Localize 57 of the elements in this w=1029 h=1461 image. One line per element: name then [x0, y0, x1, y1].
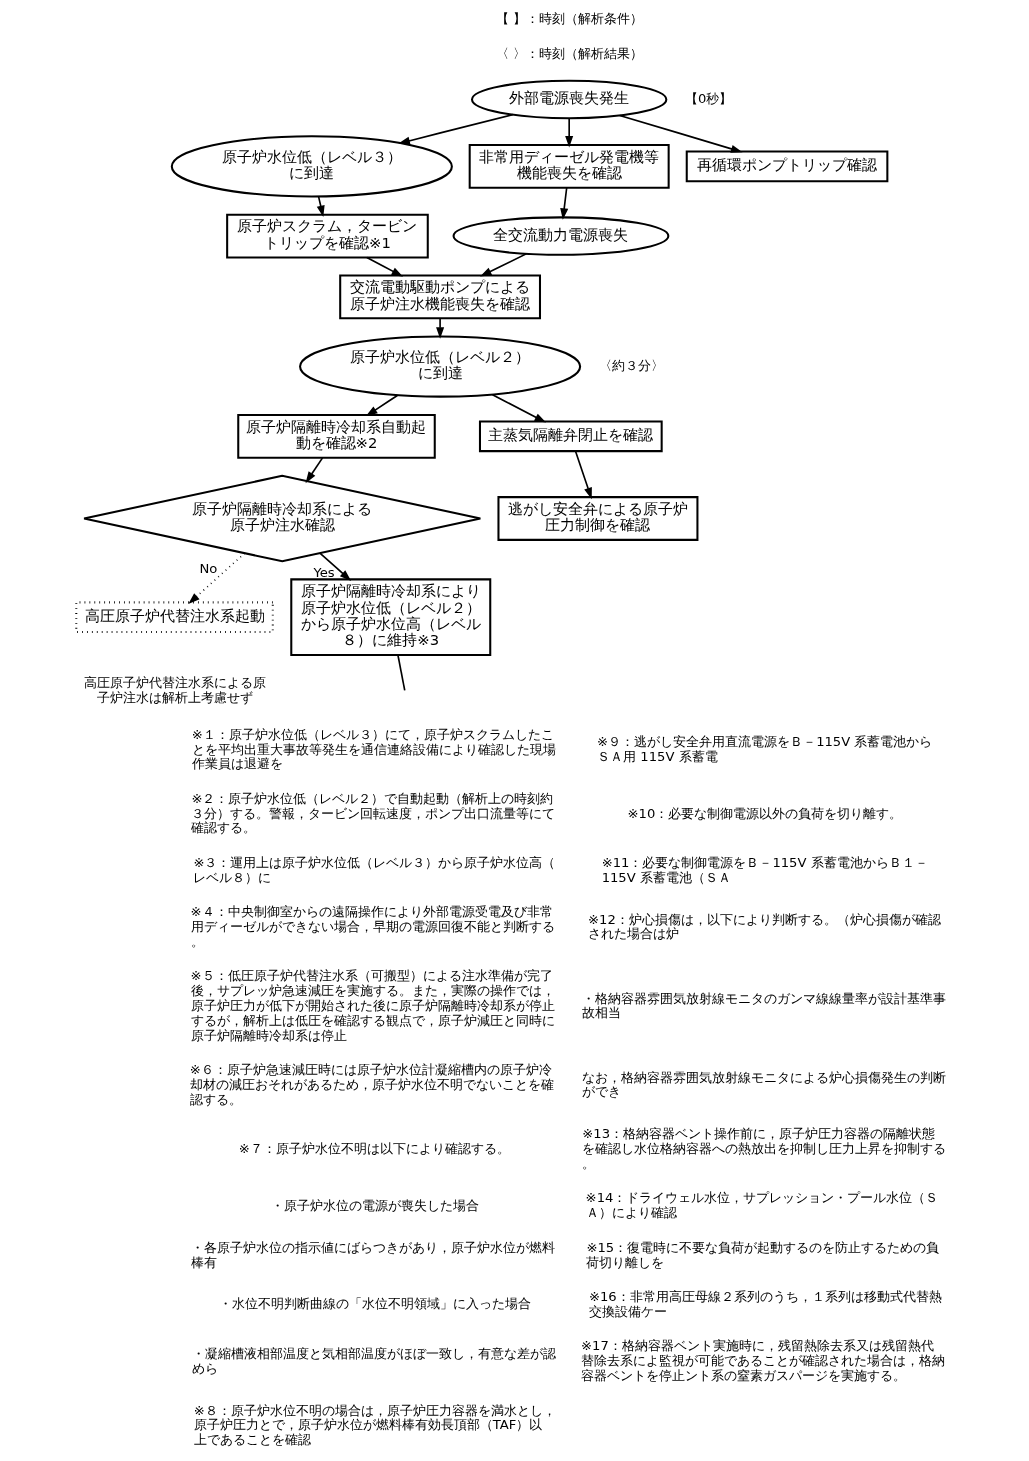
label: ・各原子炉水位の指示値にばらつきがあり，原子炉水位が燃料棒有: [191, 1239, 556, 1270]
connector: [397, 654, 406, 692]
label: ※３：運用上は原子炉水位低（レベル３）から原子炉水位高（レベル８）に: [193, 854, 556, 885]
node-box: 非常用ディーゼル発電機等機能喪失を確認: [468, 143, 670, 189]
label: ※16：非常用高圧母線２系列のうち，１系列は移動式代替熱交換設備ケー: [588, 1289, 942, 1319]
label: 〈 〉：時刻（解析結果）: [496, 45, 644, 61]
arrow: [305, 457, 324, 484]
label: なお，格納容器雰囲気放射線モニタによる炉心損傷発生の判断ができ: [582, 1069, 947, 1100]
arrow: [366, 394, 399, 417]
node-box: 原子炉隔離時冷却系自動起動を確認※2: [237, 413, 436, 459]
label: ・水位不明判断曲線の「水位不明領域」に入った場合: [218, 1296, 531, 1312]
label: ・格納容器雰囲気放射線モニタのガンマ線線量率が設計基準事故相当: [582, 990, 947, 1021]
node-ellipse: 外部電源喪失発生: [471, 79, 668, 120]
label: ※13：格納容器ベント操作前に，原子炉圧力容器の隔離状態を確認し水位格納容器への熱放出を抑制し圧力上昇を抑制する。: [582, 1126, 947, 1171]
node-box: 交流電動駆動ポンプによる原子炉注水機能喪失を確認: [339, 274, 541, 320]
label: 【 】：時刻（解析条件）: [496, 11, 644, 27]
label: ※７：原子炉水位不明は以下により確認する。: [238, 1141, 510, 1157]
label: ※15：復電時に不要な負荷が起動するのを防止するための負荷切り離しを: [586, 1239, 940, 1270]
label: ※８：原子炉水位不明の場合は，原子炉圧力容器を満水とし，原子炉圧力とで，原子炉水位が燃料棒有効長頂部（TAF）以上であることを確認: [193, 1402, 556, 1448]
arrow: [565, 117, 574, 148]
node-box: 主蒸気隔離弁閉止を確認: [478, 420, 663, 453]
label: ※５：低圧原子炉代替注水系（可搬型）による注水準備が完了後，サプレッ炉急速減圧を実施する。また，実際の操作では，原子炉圧力が低下が開始された後に原子炉隔離時冷却系が停止するが，解析上は低圧を確認する観点で，原子炉減圧と同時に原子炉隔離時冷却系は停止: [190, 968, 555, 1043]
label: ※４：中央制御室からの遠隔操作により外部電源受電及び非常用ディーゼルができない場合，早期の電源回復不能と判断する。: [190, 904, 555, 949]
label: ※11：必要な制御電源をＢ－115V 系蓄電池からＢ１－115V 系蓄電池（ＳＡ: [601, 854, 928, 885]
label: ※６：原子炉急速減圧時には原子炉水位計凝縮槽内の原子炉冷却材の減圧おそれがあるため，原子炉水位不明でないことを確認する。: [189, 1062, 554, 1107]
arrow: [316, 196, 325, 218]
edge-label: Yes: [313, 564, 335, 580]
label: ※１：原子炉水位低（レベル３）にて，原子炉スクラムしたことを平均出重大事故等発生を通信連絡設備により確認した現場作業員は退避を: [191, 726, 556, 772]
node-label: 高圧原子炉代替注水系による原子炉注水は解析上考慮せず: [83, 674, 266, 705]
arrow: [366, 256, 404, 277]
label: ・原子炉水位の電源が喪失した場合: [270, 1197, 479, 1213]
arrow: [574, 450, 592, 500]
node-box: 再循環ポンプトリップ確認: [685, 150, 889, 183]
label: ※17：格納容器ベント実施時に，残留熱除去系又は残留熱代替除去系によ監視が可能であることが確認された場合は，格納容器ベントを停止ント系の窒素ガスパージを実施する。: [581, 1338, 946, 1383]
arrow: [618, 114, 743, 153]
label: ・凝縮槽液相部温度と気相部温度がほぼ一致し，有意な差が認めら: [192, 1345, 557, 1376]
node-ellipse: 原子炉水位低（レベル２）に到達: [299, 335, 582, 398]
node-ellipse: 全交流動力電源喪失: [452, 216, 670, 256]
edge-label: No: [199, 561, 218, 577]
label: ※２：原子炉水位低（レベル２）で自動起動（解析上の時刻約３分）する。警報，タービン回転速度，ポンプ出口流量等にて確認する。: [191, 790, 556, 836]
node-box: 逃がし安全弁による原子炉圧力制御を確認: [497, 496, 699, 541]
node-box: 原子炉スクラム，タービントリップを確認※1: [226, 213, 429, 259]
label: ※９：逃がし安全弁用直流電源をＢ－115V 系蓄電池からＳＡ用 115V 系蓄電: [597, 734, 933, 764]
arrow: [188, 552, 246, 604]
label: 【0秒】: [685, 90, 733, 106]
label: ※14：ドライウェル水位，サプレッション・プール水位（ＳＡ）により確認: [585, 1190, 939, 1221]
node-box: 高圧原子炉代替注水系起動: [75, 601, 274, 633]
label: ※10：必要な制御電源以外の負荷を切り離す。: [627, 805, 903, 821]
label: ※12：炉心損傷は，以下により判断する。（炉心損傷が確認された場合は炉: [588, 911, 941, 942]
arrow: [436, 317, 445, 339]
arrow: [560, 187, 569, 220]
node-diamond: 原子炉隔離時冷却系による原子炉注水確認: [83, 474, 482, 563]
label: 〈約３分〉: [599, 357, 665, 373]
node-box: 原子炉隔離時冷却系により原子炉水位低（レベル２）から原子炉水位高（レベル８）に維持※3: [290, 578, 492, 657]
arrow: [398, 113, 514, 145]
arrow: [319, 552, 352, 581]
arrow: [480, 253, 528, 277]
